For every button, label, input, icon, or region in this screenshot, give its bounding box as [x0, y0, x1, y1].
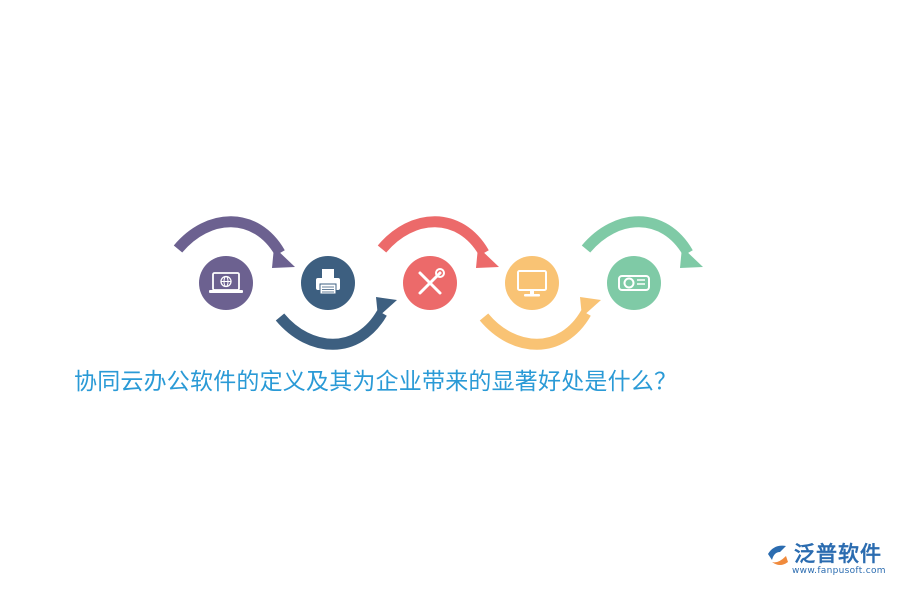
- arc-path: [173, 216, 285, 256]
- monitor-icon: [517, 270, 547, 297]
- logo-url: www.fanpusoft.com: [792, 566, 886, 576]
- arrow-head: [376, 297, 397, 317]
- arrow-arc: [377, 216, 499, 268]
- brand-logo[interactable]: 泛普软件 www.fanpusoft.com: [764, 538, 888, 582]
- step-node: [607, 256, 661, 310]
- arrow-head: [476, 247, 499, 268]
- step-circle: [505, 256, 559, 310]
- logo-icon: [768, 545, 788, 565]
- step-node: [301, 256, 355, 310]
- arrow-arc: [581, 216, 703, 268]
- projector-icon: [618, 275, 650, 291]
- page-title: 协同云办公软件的定义及其为企业带来的显著好处是什么？: [74, 369, 678, 395]
- arc-path: [581, 216, 693, 256]
- arrow-arc: [275, 297, 397, 350]
- step-node: [505, 256, 559, 310]
- arc-path: [479, 310, 591, 350]
- arrow-head: [272, 247, 295, 268]
- laptop-globe-icon: [209, 272, 243, 293]
- arrow-head: [680, 247, 703, 268]
- arc-path: [275, 310, 387, 350]
- arrow-arc: [173, 216, 295, 268]
- step-node: [199, 256, 253, 310]
- tools-icon: [418, 268, 445, 295]
- printer-icon: [316, 269, 340, 295]
- step-circle: [199, 256, 253, 310]
- arc-path: [377, 216, 489, 256]
- arrow-arcs: [173, 216, 703, 350]
- arrow-head: [580, 297, 601, 317]
- arrow-arc: [479, 297, 601, 350]
- logo-name: 泛普软件: [794, 542, 882, 566]
- step-node: [403, 256, 457, 310]
- step-circles: [199, 256, 661, 310]
